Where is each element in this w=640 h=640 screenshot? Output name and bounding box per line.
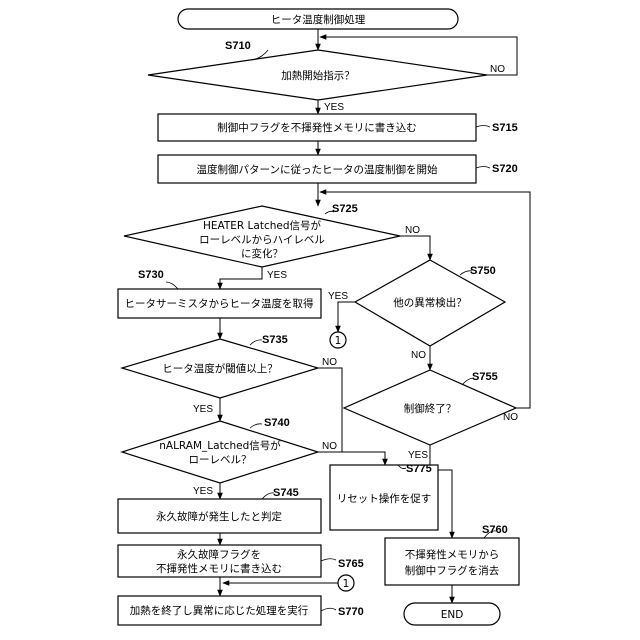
decision-s725-line3: に変化？ xyxy=(241,247,283,260)
step-id-s710: S710 xyxy=(225,40,251,52)
decision-s750-text: 他の異常検出？ xyxy=(393,296,467,309)
step-id-s760: S760 xyxy=(482,524,508,536)
decision-s740: nALRAM_Latched信号が ローレベル？ xyxy=(122,421,318,483)
step-id-s755: S755 xyxy=(472,371,498,383)
step-id-s725: S725 xyxy=(332,203,358,215)
decision-s710: 加熱開始指示？ xyxy=(148,50,487,100)
start-label: ヒータ温度制御処理 xyxy=(271,13,366,26)
end-label: END xyxy=(441,609,464,621)
step-id-s750: S750 xyxy=(470,265,496,277)
label-s740-yes: YES xyxy=(193,486,213,497)
process-s760-line1: 不揮発性メモリから xyxy=(405,548,500,561)
edge-s740-s775 xyxy=(318,452,385,465)
process-s745-text: 永久故障が発生したと判定 xyxy=(156,510,282,523)
label-s750-yes: YES xyxy=(328,291,348,302)
edge-s750-connector xyxy=(338,302,355,332)
step-id-s730: S730 xyxy=(138,269,164,281)
edge-s735-s775 xyxy=(318,368,342,452)
label-s725-yes: YES xyxy=(267,270,287,281)
process-s760: 不揮発性メモリから 制御中フラグを消去 xyxy=(385,538,519,585)
step-id-s715: S715 xyxy=(492,122,518,134)
step-id-s770: S770 xyxy=(338,606,364,618)
end-terminal: END xyxy=(404,603,500,625)
decision-s755-text: 制御終了？ xyxy=(404,402,457,415)
decision-s735-text: ヒータ温度が閾値以上？ xyxy=(162,362,278,375)
step-id-s735: S735 xyxy=(262,334,288,346)
process-s715-text: 制御中フラグを不揮発性メモリに書き込む xyxy=(217,121,417,134)
label-s735-yes: YES xyxy=(193,404,213,415)
process-s775-text: リセット操作を促す xyxy=(337,492,432,505)
process-s730-text: ヒータサーミスタからヒータ温度を取得 xyxy=(125,297,314,310)
process-s720: 温度制御パターンに従ったヒータの温度制御を開始 xyxy=(158,155,476,183)
process-s730: ヒータサーミスタからヒータ温度を取得 xyxy=(118,289,321,318)
label-s735-no: NO xyxy=(322,357,337,368)
decision-s710-text: 加熱開始指示？ xyxy=(281,69,355,82)
step-id-s775: S775 xyxy=(406,463,432,475)
decision-s725-line1: HEATER Latched信号が xyxy=(203,219,322,232)
connector-1-upper-label: 1 xyxy=(335,335,342,347)
process-s765: 永久故障フラグを 不揮発性メモリに書き込む xyxy=(118,545,321,577)
label-s710-yes: YES xyxy=(324,102,344,113)
label-s755-no: NO xyxy=(503,412,518,423)
label-s755-yes: YES xyxy=(408,450,428,461)
label-s725-no: NO xyxy=(405,225,420,236)
decision-s725-line2: ローレベルからハイレベル xyxy=(199,234,325,246)
decision-s725: HEATER Latched信号が ローレベルからハイレベル に変化？ xyxy=(124,206,400,267)
process-s770: 加熱を終了し異常に応じた処理を実行 xyxy=(118,596,321,625)
step-id-s740: S740 xyxy=(264,417,290,429)
start-terminal: ヒータ温度制御処理 xyxy=(178,9,458,29)
process-s765-line1: 永久故障フラグを xyxy=(177,548,261,561)
process-s760-line2: 制御中フラグを消去 xyxy=(405,564,500,577)
label-s740-no: NO xyxy=(322,441,337,452)
edge-s725-s750 xyxy=(400,236,430,260)
decision-s740-line2: ローレベル？ xyxy=(189,454,252,466)
process-s770-text: 加熱を終了し異常に応じた処理を実行 xyxy=(130,604,309,617)
decision-s735: ヒータ温度が閾値以上？ xyxy=(122,339,318,398)
label-s710-no: NO xyxy=(490,64,505,75)
step-id-s745: S745 xyxy=(273,487,299,499)
step-id-s720: S720 xyxy=(492,163,518,175)
process-s765-line2: 不揮発性メモリに書き込む xyxy=(156,562,282,575)
connector-1-lower: 1 xyxy=(338,575,354,591)
step-id-s765: S765 xyxy=(338,558,364,570)
process-s745: 永久故障が発生したと判定 xyxy=(118,499,321,533)
decision-s740-line1: nALRAM_Latched信号が xyxy=(159,439,281,452)
process-s720-text: 温度制御パターンに従ったヒータの温度制御を開始 xyxy=(197,163,438,176)
connector-1-lower-label: 1 xyxy=(343,578,350,590)
label-s750-no: NO xyxy=(411,350,426,361)
process-s715: 制御中フラグを不揮発性メモリに書き込む xyxy=(158,114,476,141)
edge-s725-s730 xyxy=(220,267,262,289)
connector-1-upper: 1 xyxy=(330,332,346,348)
